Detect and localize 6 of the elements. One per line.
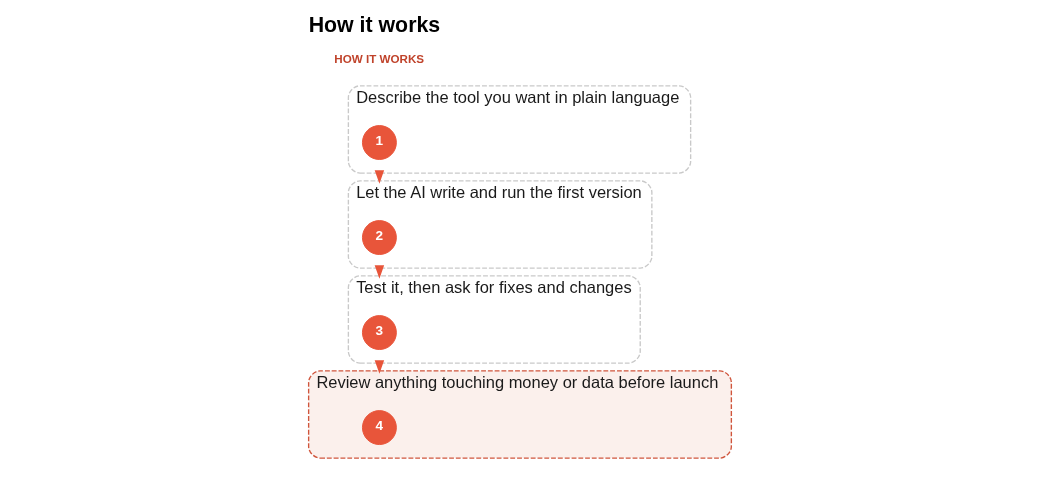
- node-circle: 4: [361, 410, 397, 446]
- node-circle: 3: [361, 315, 397, 350]
- node-circle: 1: [361, 125, 397, 160]
- label: HOW IT WORKS: [334, 51, 425, 65]
- node-circle: 2: [361, 220, 397, 255]
- diagram-title: How it works: [308, 13, 441, 38]
